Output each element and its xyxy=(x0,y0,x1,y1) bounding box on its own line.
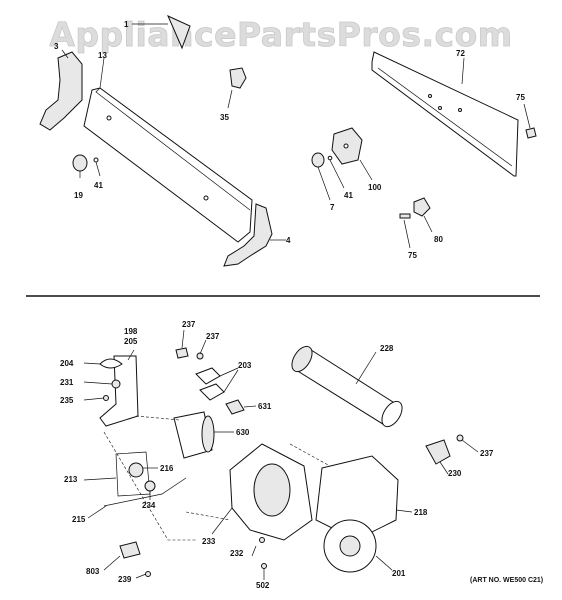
part-803-clip xyxy=(119,541,141,559)
callout-228: 228 xyxy=(380,344,394,353)
part-75-screw-2 xyxy=(399,213,411,219)
callout-75-top: 75 xyxy=(516,93,525,102)
callout-80: 80 xyxy=(434,235,443,244)
part-231-pulley xyxy=(111,379,121,389)
part-35-clip xyxy=(229,67,247,89)
watermark-logo: AppliancePartsPros.com xyxy=(49,15,512,54)
part-234-roller xyxy=(144,480,156,492)
part-203-clip-b xyxy=(199,383,225,401)
bottom-assembly xyxy=(83,329,479,580)
callout-204: 204 xyxy=(60,359,74,368)
part-237-screw-a xyxy=(175,347,189,359)
callout-237-c: 237 xyxy=(480,449,494,458)
part-13-control-panel xyxy=(83,87,253,243)
callout-3: 3 xyxy=(54,42,59,51)
callout-235: 235 xyxy=(60,396,74,405)
top-assembly xyxy=(39,15,537,267)
part-201-blower-wheel xyxy=(323,519,393,573)
callout-239: 239 xyxy=(118,575,132,584)
callout-237-b: 237 xyxy=(206,332,220,341)
part-230-thermostat xyxy=(425,439,451,465)
part-232-screw xyxy=(259,537,265,543)
part-502-screw xyxy=(261,563,267,569)
callout-234: 234 xyxy=(142,501,156,510)
callout-72: 72 xyxy=(456,49,465,58)
callout-631: 631 xyxy=(258,402,272,411)
part-19-knob xyxy=(72,154,88,172)
part-218-housing xyxy=(315,455,399,541)
part-204-clamp xyxy=(99,358,123,369)
callout-203: 203 xyxy=(238,361,252,370)
callout-75-bottom: 75 xyxy=(408,251,417,260)
callout-213: 213 xyxy=(64,475,78,484)
callout-201: 201 xyxy=(392,569,406,578)
part-3-bracket xyxy=(39,51,83,131)
callout-1: 1 xyxy=(124,20,129,29)
callout-237-a: 237 xyxy=(182,320,196,329)
art-number: (ART NO. WE500 C21) xyxy=(470,577,543,584)
callout-4: 4 xyxy=(286,236,291,245)
callout-218: 218 xyxy=(414,508,428,517)
part-41-clip xyxy=(93,157,99,163)
callout-19: 19 xyxy=(74,191,83,200)
part-72-back-panel xyxy=(371,51,519,177)
part-237-screw-c xyxy=(456,434,464,442)
part-239-screw xyxy=(145,571,151,577)
part-4-bracket xyxy=(223,203,273,267)
callout-13: 13 xyxy=(98,51,107,60)
part-7-knob xyxy=(311,152,325,168)
callout-230: 230 xyxy=(448,469,462,478)
part-41-clip-2 xyxy=(327,155,333,161)
bottom-callouts: 198 205 237 237 228 204 203 231 235 631 … xyxy=(60,320,494,590)
part-215-rod xyxy=(103,477,187,507)
part-631-block xyxy=(225,399,245,415)
part-630-motor xyxy=(173,411,234,459)
part-237-screw-b xyxy=(196,352,204,360)
callout-41-left: 41 xyxy=(94,181,103,190)
part-1-label xyxy=(167,15,191,50)
callout-215: 215 xyxy=(72,515,86,524)
callout-41-right: 41 xyxy=(344,191,353,200)
callout-35: 35 xyxy=(220,113,229,122)
part-203-clip-a xyxy=(195,367,221,385)
callout-803: 803 xyxy=(86,567,100,576)
part-75-screw xyxy=(525,127,537,139)
callout-216: 216 xyxy=(160,464,174,473)
callout-630: 630 xyxy=(236,428,250,437)
callout-100: 100 xyxy=(368,183,382,192)
callout-231: 231 xyxy=(60,378,74,387)
part-228-duct xyxy=(291,345,403,428)
callout-233: 233 xyxy=(202,537,216,546)
part-216-pulley xyxy=(128,462,144,478)
callout-198: 198 xyxy=(124,327,138,336)
callout-502: 502 xyxy=(256,581,270,590)
callout-232: 232 xyxy=(230,549,244,558)
part-198-plate xyxy=(99,355,139,427)
top-callouts: 1 3 13 35 72 75 19 41 7 41 100 4 80 75 xyxy=(54,20,525,260)
callout-205: 205 xyxy=(124,337,138,346)
part-80-clip xyxy=(413,197,431,217)
callout-7: 7 xyxy=(330,203,335,212)
part-235-screw xyxy=(103,395,109,401)
